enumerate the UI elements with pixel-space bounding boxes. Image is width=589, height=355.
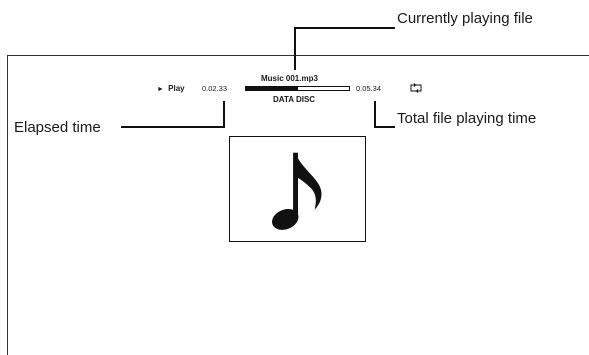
disc-type: DATA DISC (273, 95, 316, 104)
music-note-icon (271, 152, 322, 230)
callout-line (121, 126, 225, 128)
screen-frame (7, 55, 589, 355)
play-icon: ► (157, 86, 164, 93)
elapsed-time: 0.02.33 (202, 84, 228, 93)
callout-line (223, 101, 225, 128)
callout-line (374, 126, 395, 128)
progress-fill (246, 87, 298, 90)
callout-line (374, 101, 376, 128)
callout-currently-playing: Currently playing file (397, 10, 533, 27)
play-label: Play (168, 84, 185, 93)
callout-total-time: Total file playing time (397, 110, 537, 127)
play-status: ► Play (157, 84, 185, 95)
callout-line (294, 27, 395, 29)
callout-elapsed-time: Elapsed time (14, 119, 101, 136)
callout-line (294, 27, 296, 70)
total-time: 0.05.34 (356, 84, 382, 93)
file-name: Music 001.mp3 (261, 74, 318, 83)
repeat-icon (410, 83, 422, 93)
artwork-box (229, 136, 366, 242)
progress-bar (245, 86, 350, 91)
